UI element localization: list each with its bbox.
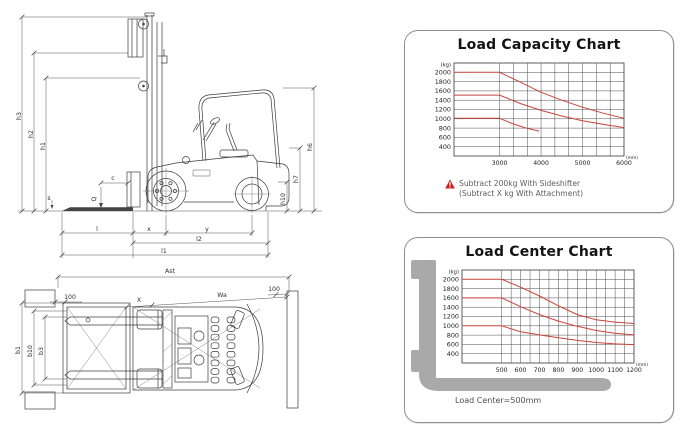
- svg-text:800: 800: [447, 331, 459, 339]
- svg-text:800: 800: [439, 124, 451, 132]
- svg-text:2000: 2000: [443, 276, 459, 284]
- svg-text:(mm): (mm): [636, 362, 648, 368]
- svg-text:1200: 1200: [435, 106, 451, 114]
- svg-text:600: 600: [447, 341, 459, 349]
- dimension-label-x: x: [147, 226, 151, 233]
- dimension-label-s: s: [47, 195, 50, 202]
- dimension-label-Q: Q: [91, 196, 98, 201]
- warning-icon: [445, 179, 455, 189]
- dimension-label-l2: l2: [196, 236, 202, 243]
- svg-text:1800: 1800: [443, 285, 459, 293]
- dimension-label-b10: b10: [27, 345, 34, 357]
- capacity-curve-3: [462, 325, 635, 346]
- svg-text:700: 700: [534, 367, 546, 374]
- forklift-technical-drawing: h3 h2 h1 h6 h7 h10 cQs l x yl2 l1: [15, 12, 322, 410]
- sideshifter-note: Subtract 200kg With Sideshifter (Subtrac…: [445, 179, 583, 198]
- svg-text:1200: 1200: [626, 367, 642, 374]
- capacity-curve-1: [462, 278, 635, 324]
- svg-text:1100: 1100: [607, 367, 623, 374]
- dimension-ticks: [19, 14, 317, 396]
- load-capacity-chart-title: Load Capacity Chart: [457, 37, 621, 53]
- svg-text:1000: 1000: [435, 115, 451, 123]
- dimension-label-l: l: [96, 226, 98, 233]
- dimension-label-y: y: [205, 226, 209, 233]
- svg-text:400: 400: [439, 143, 451, 151]
- svg-text:1600: 1600: [443, 294, 459, 302]
- svg-text:600: 600: [515, 367, 527, 374]
- load-center-chart-title: Load Center Chart: [465, 244, 613, 260]
- svg-text:6000: 6000: [616, 160, 632, 167]
- dimension-label-l1: l1: [161, 248, 167, 255]
- forklift-side-view: [18, 12, 322, 214]
- dimension-label-h6: h6: [307, 143, 314, 151]
- dimension-label-h1: h1: [40, 142, 47, 150]
- note-line-2: (Subtract X kg With Attachment): [459, 188, 584, 198]
- dimension-label-h7: h7: [293, 175, 300, 183]
- svg-text:2000: 2000: [435, 69, 451, 77]
- dimension-label-c: c: [111, 175, 115, 182]
- dimension-label-100: 100: [64, 294, 76, 301]
- svg-text:(kg): (kg): [441, 63, 451, 69]
- svg-text:900: 900: [571, 367, 583, 374]
- svg-text:500: 500: [496, 367, 508, 374]
- svg-text:1800: 1800: [435, 78, 451, 86]
- svg-text:1400: 1400: [443, 303, 459, 311]
- dimension-label-h2: h2: [28, 130, 35, 138]
- svg-text:5000: 5000: [575, 160, 591, 167]
- dimension-label-X: X: [137, 297, 142, 304]
- svg-text:(mm): (mm): [626, 155, 638, 161]
- dimension-label-100: 100: [268, 286, 280, 293]
- load-center-caption: Load Center=500mm: [455, 396, 542, 405]
- dimension-label-h3: h3: [16, 112, 23, 120]
- capacity-curve-3: [454, 117, 540, 132]
- svg-text:1400: 1400: [435, 96, 451, 104]
- capacity-curve-2: [462, 297, 635, 336]
- svg-text:1000: 1000: [588, 367, 604, 374]
- note-line-1: Subtract 200kg With Sideshifter: [459, 179, 581, 188]
- svg-text:800: 800: [552, 367, 564, 374]
- dimension-label-b3: b3: [38, 347, 45, 355]
- svg-text:400: 400: [447, 350, 459, 358]
- svg-text:4000: 4000: [533, 160, 549, 167]
- fork-profile-glyph: [411, 260, 611, 391]
- dimension-label-Wa: Wa: [217, 292, 227, 299]
- capacity-curve-2: [454, 94, 625, 129]
- svg-text:(kg): (kg): [449, 270, 459, 276]
- svg-text:1600: 1600: [435, 87, 451, 95]
- capacity-curve-1: [454, 71, 625, 119]
- svg-text:1000: 1000: [443, 322, 459, 330]
- dimension-label-h10: h10: [280, 193, 287, 205]
- side-view-dimensions: h3 h2 h1 h6 h7 h10 cQs l x yl2 l1: [16, 16, 315, 258]
- svg-text:600: 600: [439, 134, 451, 142]
- dimension-label-b1: b1: [15, 346, 22, 354]
- dimension-label-Ast: Ast: [165, 268, 175, 275]
- svg-text:3000: 3000: [492, 160, 508, 167]
- svg-text:1200: 1200: [443, 313, 459, 321]
